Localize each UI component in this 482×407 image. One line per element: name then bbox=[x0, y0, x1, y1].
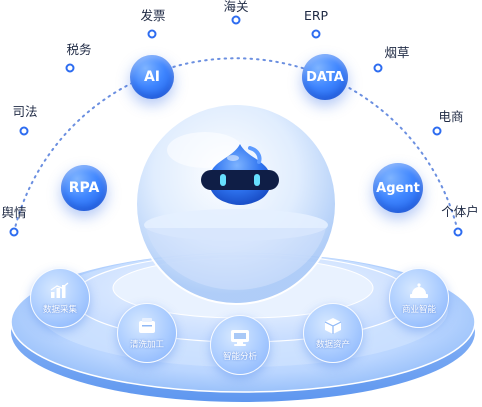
node-data-assets: 数据资产 bbox=[303, 303, 363, 363]
robot-mascot-icon bbox=[201, 144, 279, 205]
node-analysis: 智能分析 bbox=[210, 315, 270, 375]
arc-label-erp: ERP bbox=[303, 8, 329, 23]
arc-label-fapiao: 发票 bbox=[140, 8, 166, 23]
bubble-agent: Agent bbox=[373, 163, 423, 213]
node-business-intelligence: 商业智能 bbox=[389, 268, 449, 328]
arc-label-haiguan: 海关 bbox=[223, 0, 249, 14]
arc-dot-haiguan bbox=[231, 15, 241, 25]
bubble-data: DATA bbox=[302, 54, 348, 100]
node-label: 智能分析 bbox=[222, 351, 257, 362]
arc-dot-yancao bbox=[373, 63, 383, 73]
arc-dot-dianshang bbox=[432, 126, 442, 136]
arc-dot-shuiwu bbox=[65, 63, 75, 73]
arc-label-dianshang: 电商 bbox=[438, 109, 464, 124]
arc-dot-erp bbox=[311, 29, 321, 39]
arc-label-sifa: 司法 bbox=[12, 104, 38, 119]
arc-dot-sifa bbox=[19, 126, 29, 136]
arc-label-yancao: 烟草 bbox=[384, 45, 410, 60]
node-label: 数据资产 bbox=[315, 339, 350, 350]
node-cleaning: 清洗加工 bbox=[117, 303, 177, 363]
bubble-ai: AI bbox=[130, 55, 174, 99]
node-label: 商业智能 bbox=[401, 304, 436, 315]
arc-dot-fapiao bbox=[147, 29, 157, 39]
arc-label-yuqing: 舆情 bbox=[1, 205, 27, 220]
node-label: 清洗加工 bbox=[129, 339, 164, 350]
arc-dot-getihu bbox=[453, 227, 463, 237]
cube-icon bbox=[324, 317, 342, 334]
arc-dot-yuqing bbox=[9, 227, 19, 237]
node-label: 数据采集 bbox=[42, 304, 77, 315]
node-data-collection: 数据采集 bbox=[30, 268, 90, 328]
bubble-rpa: RPA bbox=[61, 165, 107, 211]
arc-label-shuiwu: 税务 bbox=[66, 42, 92, 57]
dome-icon bbox=[410, 282, 428, 298]
monitor-icon bbox=[231, 329, 249, 346]
data-box-icon bbox=[139, 317, 155, 333]
bar-chart-icon bbox=[50, 282, 69, 298]
arc-label-getihu: 个体户 bbox=[441, 204, 479, 219]
